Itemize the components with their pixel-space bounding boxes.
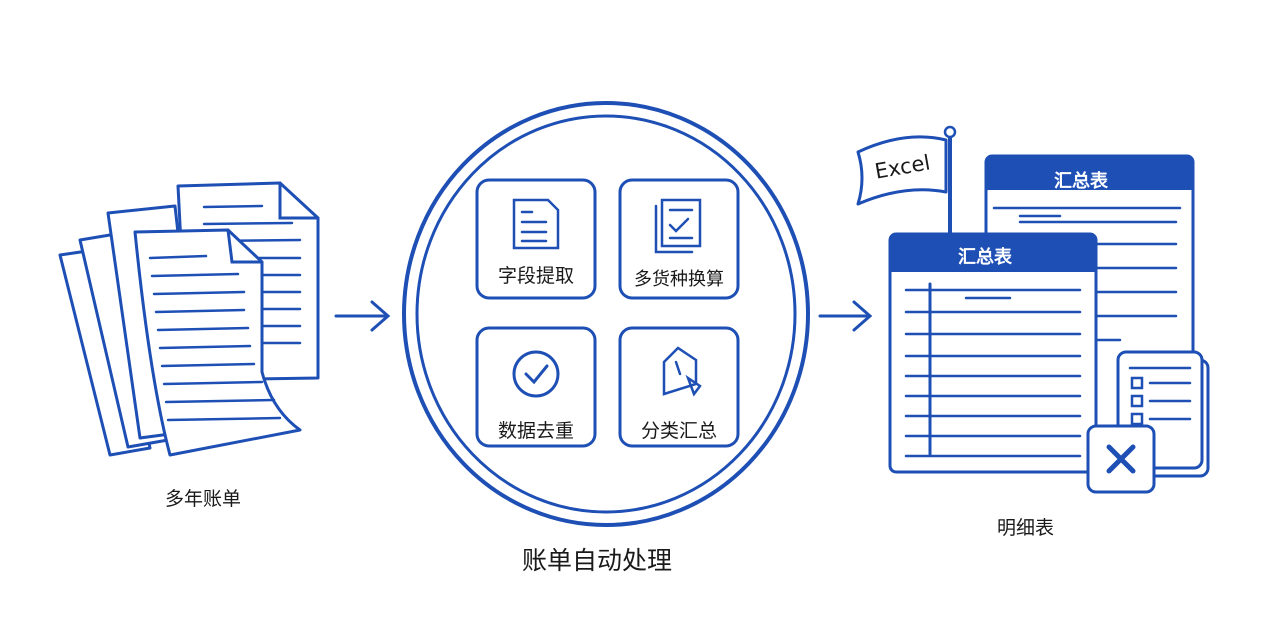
step-label-currency-conversion: 多货种换算	[634, 269, 724, 290]
input-label: 多年账单	[165, 488, 242, 510]
step-tile-field-extraction	[475, 178, 597, 300]
checklist-document-icon	[512, 198, 560, 250]
output-label: 明细表	[997, 517, 1055, 539]
check-circle-icon	[512, 350, 560, 398]
step-label-dedup: 数据去重	[497, 420, 574, 442]
step-tile-category-summary	[618, 326, 740, 448]
arrow-right-icon	[818, 300, 873, 332]
summary-front-title: 汇总表	[958, 247, 1012, 268]
excel-flag-icon	[856, 125, 957, 242]
tag-icon	[662, 346, 702, 397]
step-label-category-summary: 分类汇总	[640, 420, 717, 442]
arrow-right-icon	[334, 300, 391, 332]
process-circle	[402, 101, 810, 527]
document-stack-icon	[58, 181, 320, 457]
step-tile-currency-conversion	[618, 178, 740, 300]
summary-back-title: 汇总表	[1054, 171, 1108, 192]
process-label: 账单自动处理	[522, 546, 673, 575]
step-tile-dedup	[475, 326, 597, 448]
summary-sheet-front	[888, 232, 1098, 474]
step-label-field-extraction: 字段提取	[497, 265, 574, 287]
excel-x-icon	[1086, 424, 1156, 494]
stacked-documents-icon	[654, 198, 702, 254]
